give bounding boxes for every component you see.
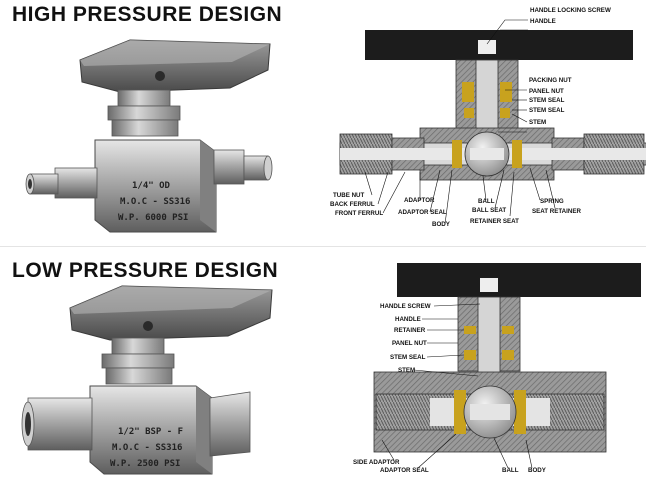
- label-ball: BALL: [478, 198, 495, 205]
- high-pressure-cross-section: [339, 30, 646, 181]
- high-stamp-size: 1/4" OD: [132, 181, 171, 191]
- label-handle: HANDLE: [530, 18, 556, 25]
- label-stem-seal-2: STEM SEAL: [529, 107, 565, 114]
- label-stem-seal-low: STEM SEAL: [390, 354, 426, 361]
- label-stem-low: STEM: [398, 367, 415, 374]
- high-stamp-material: M.O.C - SS316: [120, 197, 190, 207]
- label-panel-nut-low: PANEL NUT: [392, 340, 427, 347]
- low-leader-lines: [381, 303, 533, 469]
- label-handle-locking-screw: HANDLE LOCKING SCREW: [530, 7, 611, 14]
- high-stamp-pressure: W.P. 6000 PSI: [118, 213, 188, 223]
- label-body: BODY: [432, 221, 451, 228]
- label-retainer: RETAINER: [394, 327, 426, 334]
- label-panel-nut: PANEL NUT: [529, 88, 564, 95]
- low-pressure-valve-photo: 1/2" BSP - F M.O.C - SS316 W.P. 2500 PSI: [21, 285, 273, 475]
- high-labels: HANDLE LOCKING SCREW HANDLE PACKING NUT …: [330, 7, 611, 228]
- label-handle-screw: HANDLE SCREW: [380, 303, 431, 310]
- label-ball-seat: BALL SEAT: [472, 207, 506, 214]
- high-pressure-valve-photo: 1/4" OD M.O.C - SS316 W.P. 6000 PSI: [25, 39, 273, 233]
- high-pressure-title: HIGH PRESSURE DESIGN: [12, 3, 283, 26]
- low-pressure-title: LOW PRESSURE DESIGN: [12, 259, 279, 282]
- low-stamp-size: 1/2" BSP - F: [118, 427, 183, 437]
- label-front-ferrul: FRONT FERRUL: [335, 210, 383, 217]
- low-pressure-cross-section: [373, 263, 641, 453]
- label-body-low: BODY: [528, 467, 547, 474]
- low-stamp-material: M.O.C - SS316: [112, 443, 182, 453]
- label-tube-nut: TUBE NUT: [333, 192, 364, 199]
- low-labels: HANDLE SCREW HANDLE RETAINER PANEL NUT S…: [353, 303, 547, 474]
- label-adaptor-seal-low: ADAPTOR SEAL: [380, 467, 429, 474]
- label-adaptor: ADAPTOR: [404, 197, 435, 204]
- label-handle-low: HANDLE: [395, 316, 421, 323]
- label-packing-nut: PACKING NUT: [529, 77, 572, 84]
- label-spring: SPRING: [540, 198, 564, 205]
- label-ball-low: BALL: [502, 467, 519, 474]
- section-divider: [0, 246, 646, 247]
- label-seat-retainer: SEAT RETAINER: [532, 208, 581, 215]
- high-leader-lines: [364, 19, 556, 225]
- label-stem-seal: STEM SEAL: [529, 97, 565, 104]
- low-stamp-pressure: W.P. 2500 PSI: [110, 459, 180, 469]
- label-retainer-seat: RETAINER SEAT: [470, 218, 519, 225]
- label-back-ferrul: BACK FERRUL: [330, 201, 375, 208]
- label-adaptor-seal: ADAPTOR SEAL: [398, 209, 447, 216]
- label-stem: STEM: [529, 119, 546, 126]
- label-side-adaptor: SIDE ADAPTOR: [353, 459, 400, 466]
